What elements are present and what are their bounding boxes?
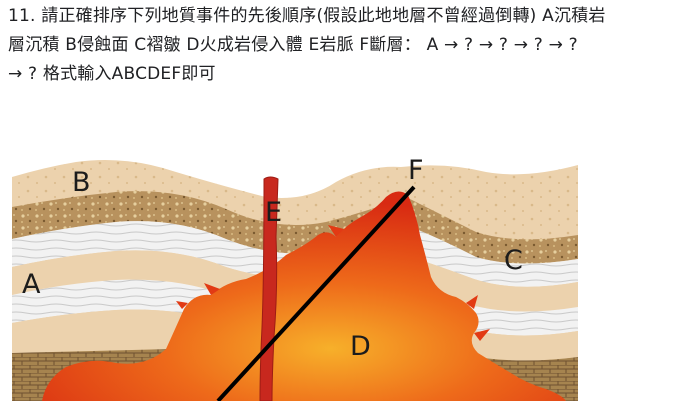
dike bbox=[259, 176, 279, 401]
question-line-2: 層沉積 B侵蝕面 C褶皺 D火成岩侵入體 E岩脈 F斷層： A → ? → ? … bbox=[8, 35, 578, 55]
label-a: A bbox=[22, 269, 41, 300]
layer-brown-upper bbox=[12, 191, 578, 264]
question-line-3: → ? 格式輸入ABCDEF即可 bbox=[8, 64, 216, 84]
igneous-intrusion bbox=[42, 191, 566, 401]
question-number: 11. bbox=[8, 6, 36, 26]
question-line-1: 11. 請正確排序下列地質事件的先後順序(假設此地地層不曾經過倒轉) A沉積岩 bbox=[8, 6, 606, 26]
label-b: B bbox=[72, 167, 91, 198]
question-text: 11. 請正確排序下列地質事件的先後順序(假設此地地層不曾經過倒轉) A沉積岩 … bbox=[8, 2, 692, 89]
label-f: F bbox=[408, 155, 424, 186]
geology-cross-section: B A C D E F bbox=[6, 117, 582, 401]
fault-line bbox=[216, 185, 416, 401]
label-c: C bbox=[504, 245, 523, 276]
label-e: E bbox=[265, 197, 282, 228]
label-d: D bbox=[350, 331, 371, 362]
